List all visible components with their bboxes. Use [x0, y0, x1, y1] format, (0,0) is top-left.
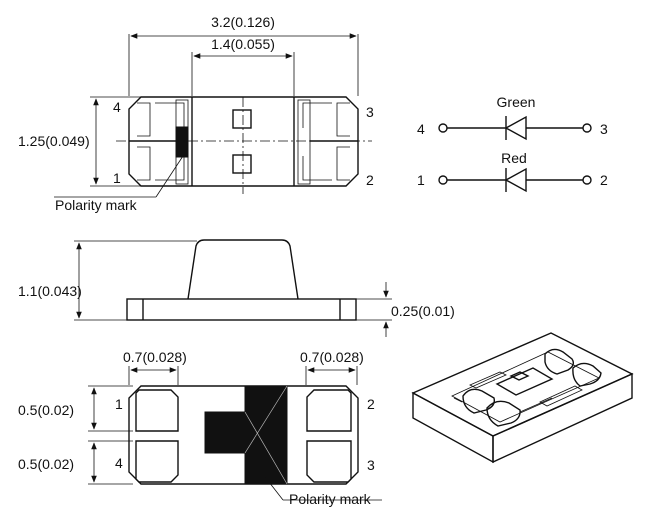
bottom-view: 0.7(0.028) 0.7(0.028) 0.5(0.02) 0.5(0.02… — [18, 349, 382, 507]
die-upper — [232, 109, 252, 129]
lower-pad-height-label: 0.5(0.02) — [18, 456, 74, 472]
schematic: Green 4 3 Red 1 2 — [417, 94, 608, 193]
sch-pin-2: 2 — [600, 172, 608, 188]
center-width-label: 1.4(0.055) — [211, 36, 275, 52]
side-view: 1.1(0.043) 0.25(0.01) — [18, 239, 455, 337]
top-body-outline — [128, 96, 359, 187]
top-view: 3.2(0.126) 1.4(0.055) 1.25(0.049) — [18, 14, 374, 213]
top-pin-1: 1 — [113, 170, 121, 186]
sch-pin-3: 3 — [600, 121, 608, 137]
dim-overall-width: 3.2(0.126) — [128, 14, 359, 96]
base-height-label: 0.25(0.01) — [391, 303, 455, 319]
bottom-pin-4: 4 — [115, 455, 123, 471]
bottom-pin-2: 2 — [367, 396, 375, 412]
sch-pin-4: 4 — [417, 121, 425, 137]
side-base — [126, 298, 357, 321]
bottom-pad-4 — [135, 440, 179, 483]
bottom-pad-2 — [306, 389, 352, 432]
overall-width-label: 3.2(0.126) — [211, 14, 275, 30]
red-label: Red — [501, 150, 527, 166]
height-label: 1.25(0.049) — [18, 133, 90, 149]
diode-red-icon — [504, 167, 527, 193]
bottom-pin-1: 1 — [115, 396, 123, 412]
bottom-pin-3: 3 — [367, 457, 375, 473]
green-label: Green — [497, 94, 536, 110]
package-3d-icon — [411, 332, 634, 464]
top-right-terminal — [297, 99, 358, 185]
bottom-pad-1 — [135, 389, 179, 432]
bottom-body-outline — [128, 385, 359, 485]
top-pin-3: 3 — [366, 104, 374, 120]
dim-height: 1.25(0.049) — [18, 96, 141, 187]
diode-green-icon — [504, 115, 527, 141]
top-pin-2: 2 — [366, 172, 374, 188]
polarity-mark-bottom — [204, 385, 288, 485]
upper-pad-height-label: 0.5(0.02) — [18, 402, 74, 418]
total-height-label: 1.1(0.043) — [18, 283, 82, 299]
right-pad-width-label: 0.7(0.028) — [300, 349, 364, 365]
polarity-label-bottom: Polarity mark — [289, 491, 372, 507]
die-lower — [232, 154, 252, 174]
left-pad-width-label: 0.7(0.028) — [123, 349, 187, 365]
bottom-pad-3 — [306, 440, 352, 483]
top-pin-4: 4 — [113, 99, 121, 115]
dim-center-width: 1.4(0.055) — [191, 36, 295, 96]
sch-pin-1: 1 — [417, 172, 425, 188]
side-dome — [187, 239, 299, 300]
polarity-mark-top — [175, 126, 189, 158]
polarity-label-top: Polarity mark — [55, 197, 138, 213]
